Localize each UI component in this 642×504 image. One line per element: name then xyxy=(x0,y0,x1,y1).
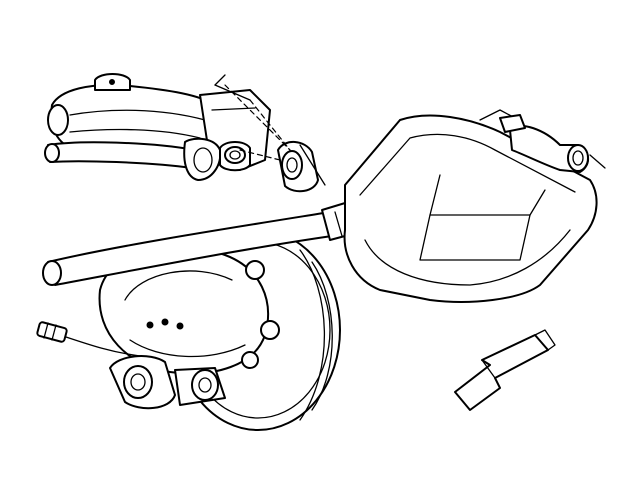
mount-isolator xyxy=(277,141,326,193)
filler-hose xyxy=(499,114,606,173)
control-arm-rod xyxy=(44,137,222,181)
front-direction-arrow-icon xyxy=(454,329,556,411)
tank xyxy=(343,109,598,303)
sensor-harness xyxy=(36,321,141,357)
lower-arm-bushing xyxy=(109,355,226,410)
bushing-pair xyxy=(219,141,251,172)
exploded-view-leaders xyxy=(214,74,291,161)
knuckle-assembly xyxy=(98,245,280,375)
